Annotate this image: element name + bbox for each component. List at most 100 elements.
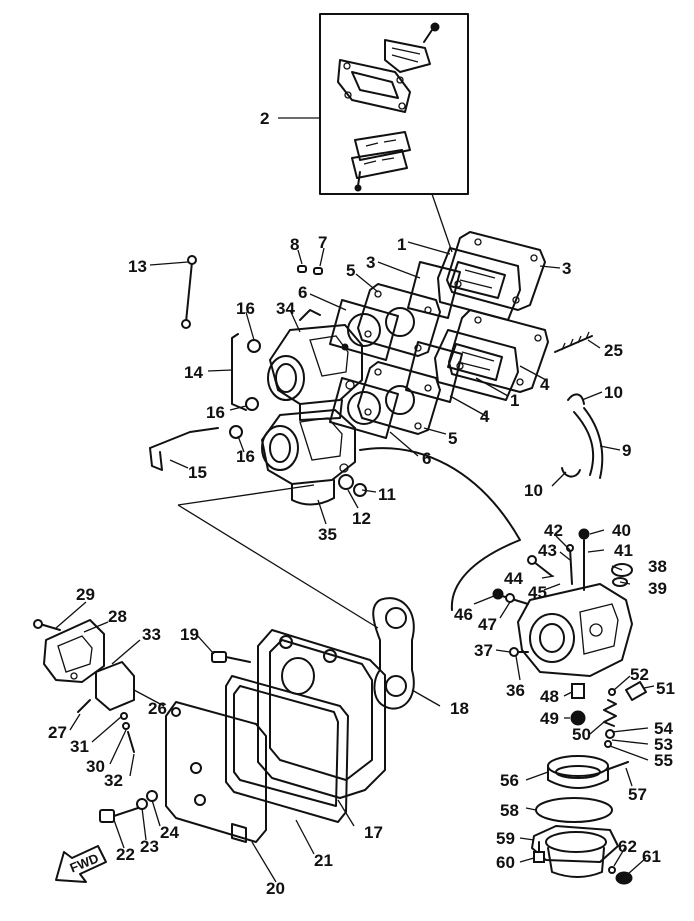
callout-13: 13 xyxy=(128,257,147,276)
callout-37: 37 xyxy=(474,641,493,660)
callout-52: 52 xyxy=(630,665,649,684)
callout-41: 41 xyxy=(614,541,633,560)
callout-42: 42 xyxy=(544,521,563,540)
small-hardware-27-32 xyxy=(77,699,135,753)
bolt-19 xyxy=(211,651,251,663)
carburetor-lower-35 xyxy=(261,409,356,506)
drain-61-62 xyxy=(608,866,633,885)
callout-22: 22 xyxy=(116,845,135,864)
callout-20: 20 xyxy=(266,879,285,898)
callout-10-bottom: 10 xyxy=(524,481,543,500)
bracket-15 xyxy=(149,427,219,471)
callout-38: 38 xyxy=(648,557,667,576)
forward-arrow: FWD xyxy=(55,845,107,883)
callout-46: 46 xyxy=(454,605,473,624)
callout-48: 48 xyxy=(540,687,559,706)
callout-40: 40 xyxy=(612,521,631,540)
callout-34: 34 xyxy=(276,299,295,318)
silencer-case-17 xyxy=(257,629,386,799)
callout-50: 50 xyxy=(572,725,591,744)
callout-9: 9 xyxy=(622,441,631,460)
callout-5-top: 5 xyxy=(346,261,355,280)
filter-cup-59 xyxy=(531,825,619,878)
callout-1-right: 1 xyxy=(510,391,519,410)
silencer-cover-20 xyxy=(165,701,267,843)
callout-3-right: 3 xyxy=(562,259,571,278)
callout-19: 19 xyxy=(180,625,199,644)
callout-56: 56 xyxy=(500,771,519,790)
fuel-filter-body xyxy=(517,583,633,677)
callout-21: 21 xyxy=(314,851,333,870)
callout-35: 35 xyxy=(318,525,337,544)
callout-24: 24 xyxy=(160,823,179,842)
pins-7-8 xyxy=(297,265,323,275)
callout-7: 7 xyxy=(318,233,327,252)
callout-29: 29 xyxy=(76,585,95,604)
callout-16-low: 16 xyxy=(236,447,255,466)
inset-frame xyxy=(319,13,469,195)
callout-14: 14 xyxy=(184,363,203,382)
callout-16-top: 16 xyxy=(236,299,255,318)
callout-5-lower: 5 xyxy=(448,429,457,448)
callout-25: 25 xyxy=(604,341,623,360)
callout-leaders xyxy=(55,117,655,883)
callout-18: 18 xyxy=(450,699,469,718)
callout-47: 47 xyxy=(478,615,497,634)
callout-53: 53 xyxy=(654,735,673,754)
rod-14 xyxy=(231,333,247,411)
assembly-leader-b xyxy=(177,504,379,629)
fuel-hose-9 xyxy=(561,393,604,479)
silencer-gasket-18 xyxy=(372,597,415,710)
callout-11: 11 xyxy=(378,485,396,504)
callout-36: 36 xyxy=(506,681,525,700)
callout-57: 57 xyxy=(628,785,647,804)
callout-27: 27 xyxy=(48,723,67,742)
callout-49: 49 xyxy=(540,709,559,728)
inset-pointer xyxy=(431,193,453,253)
callout-8: 8 xyxy=(290,235,299,254)
callout-58: 58 xyxy=(500,801,519,820)
callout-33: 33 xyxy=(142,625,161,644)
link-rod-13 xyxy=(181,255,197,329)
callout-6-lower: 6 xyxy=(422,449,431,468)
callout-15: 15 xyxy=(188,463,207,482)
callout-39: 39 xyxy=(648,579,667,598)
check-valve-50-52 xyxy=(603,681,647,727)
callout-17: 17 xyxy=(364,823,383,842)
callout-31: 31 xyxy=(70,737,89,756)
callout-60: 60 xyxy=(496,853,515,872)
part-33 xyxy=(95,661,135,711)
callout-4-lower: 4 xyxy=(480,407,490,426)
callout-43: 43 xyxy=(538,541,557,560)
callout-54: 54 xyxy=(654,719,673,738)
reed-valve-inset xyxy=(319,13,469,253)
carburetor-upper-34 xyxy=(267,309,363,421)
callout-4-right: 4 xyxy=(540,375,550,394)
nut-11-washer-12 xyxy=(338,474,367,497)
callout-51: 51 xyxy=(656,679,675,698)
bolt-22 xyxy=(99,790,158,823)
stud-25 xyxy=(554,331,593,353)
callout-labels: 1 1 2 3 3 4 4 5 5 6 6 7 8 9 10 10 11 12 … xyxy=(48,109,675,898)
callout-23: 23 xyxy=(140,837,159,856)
callout-3-left: 3 xyxy=(366,253,375,272)
callout-6-top: 6 xyxy=(298,283,307,302)
callout-26: 26 xyxy=(148,699,167,718)
inset-screw-top xyxy=(423,22,440,43)
plug-48-49 xyxy=(570,683,586,726)
callout-10-top: 10 xyxy=(604,383,623,402)
screws-16 xyxy=(229,339,261,439)
inset-reed-plate xyxy=(384,39,431,73)
silencer-gasket-21 xyxy=(225,675,349,823)
callout-28: 28 xyxy=(108,607,127,626)
callout-16-mid: 16 xyxy=(206,403,225,422)
bracket-28 xyxy=(43,619,105,683)
assembly-leader-a xyxy=(177,484,315,506)
filter-element-56 xyxy=(547,755,629,789)
screws-40-45 xyxy=(527,528,590,591)
reed-valve-stack xyxy=(329,231,549,439)
bolt-29 xyxy=(33,619,61,631)
screws-46-47 xyxy=(492,588,529,605)
inset-reed-petals xyxy=(354,131,411,161)
